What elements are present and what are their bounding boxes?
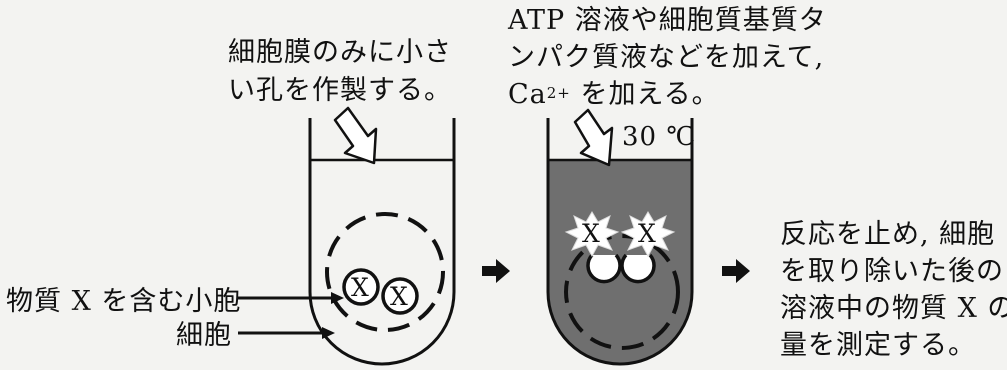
released-x-label-1: X [582, 219, 601, 248]
released-x-label-2: X [638, 219, 657, 248]
vesicle-1-x-label: X [351, 273, 370, 302]
cell-label: 細胞 [176, 320, 232, 351]
release-burst-2-icon [620, 211, 676, 258]
step-arrow-2-icon [722, 259, 750, 283]
step3-label-line2: を取り除いた後の [780, 256, 1004, 287]
calcium-symbol: Ca [508, 79, 547, 110]
step1-label-line1: 細胞膜のみに小さ [228, 37, 452, 68]
cell-outline-1 [325, 212, 445, 332]
cell-outline-2 [564, 234, 680, 350]
fused-vesicle-1 [586, 253, 622, 284]
test-tube-2 [546, 118, 694, 366]
vesicle-pointer-arrow [238, 292, 344, 304]
step3-label-line1: 反応を止め, 細胞 [780, 219, 996, 250]
step2-label-line3-suffix: を加える。 [570, 79, 720, 110]
step2-label-line3: Ca2+ を加える。 [508, 78, 720, 112]
addition-arrow-icon [573, 108, 614, 167]
release-burst-1-icon [564, 211, 620, 258]
vesicle-label: 物質 X を含む小胞 [6, 286, 242, 317]
pore-arrow-icon [333, 106, 378, 165]
fused-vesicle-2 [620, 253, 656, 284]
calcium-charge: 2+ [546, 84, 571, 102]
temperature-label: 30 ℃ [622, 122, 697, 152]
vesicle-2-x-label: X [390, 282, 409, 311]
step1-label-line2: い孔を作製する。 [228, 75, 452, 106]
step-arrow-1-icon [482, 259, 510, 283]
test-tube-1 [308, 118, 456, 366]
step2-label-line2: ンパク質液などを加えて, [508, 42, 825, 73]
vesicle-2 [381, 277, 419, 315]
cell-pointer-arrow [238, 327, 335, 339]
step3-label-line3: 溶液中の物質 X の [780, 293, 1007, 324]
step3-label-line4: 量を測定する。 [780, 330, 976, 361]
step2-label-line1: ATP 溶液や細胞質基質タ [508, 5, 827, 36]
vesicle-1 [342, 268, 380, 306]
